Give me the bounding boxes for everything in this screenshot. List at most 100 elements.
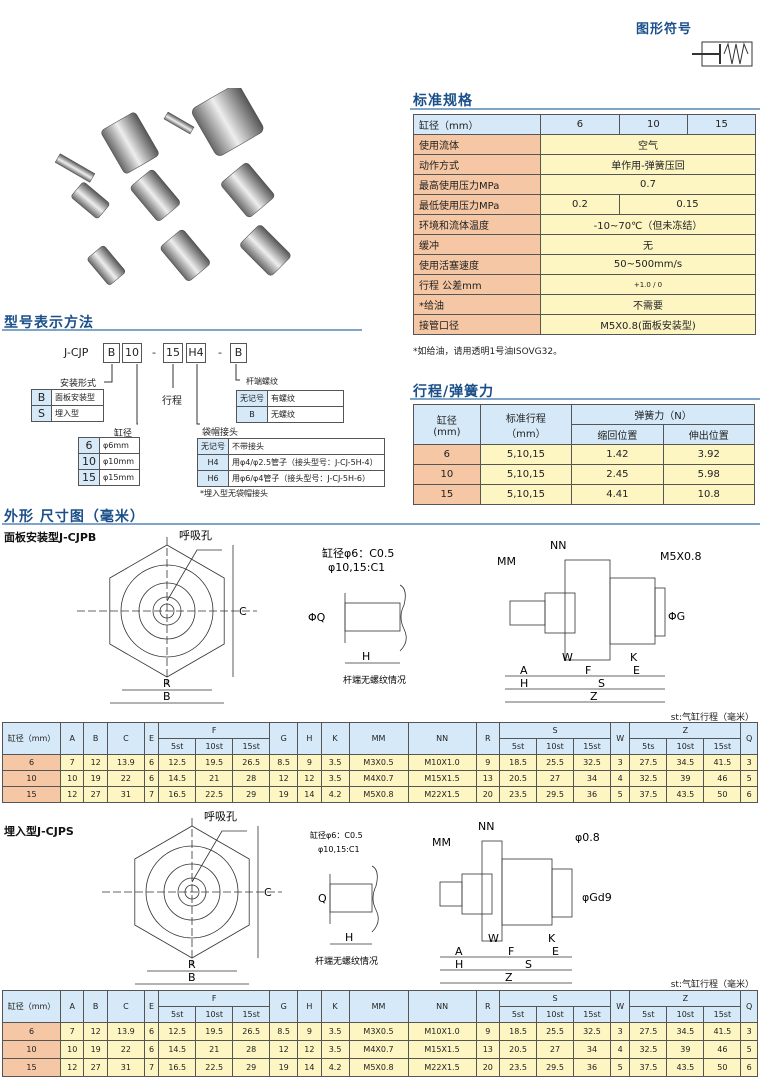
dim-label: 呼吸孔: [204, 810, 237, 823]
table-cell: 7: [143, 786, 160, 803]
table-cell: 13.9: [106, 1022, 145, 1041]
table-cell: 36: [573, 786, 611, 803]
table-row: 行程 公差mm+1.0 / 0: [413, 274, 756, 295]
table-cell: 12: [59, 1058, 85, 1077]
dim-label: φ0.8: [575, 831, 600, 844]
table-cell: 19: [269, 786, 299, 803]
table-cell: M15X1.5: [407, 770, 477, 787]
table-cell: 14.5: [158, 1040, 197, 1059]
table-cell: 19.5: [195, 754, 234, 771]
dim-label: K: [630, 651, 638, 664]
dim-label: A: [520, 664, 528, 677]
table-cell: 缩回位置: [571, 424, 664, 445]
spring-title: 行程/弹簧力: [413, 384, 495, 400]
table-cell: B: [83, 722, 108, 755]
dim-label: S: [598, 677, 605, 690]
table-cell: 1.42: [571, 444, 664, 465]
table-cell: 6: [143, 1040, 160, 1059]
table-cell: 32.5: [629, 1040, 668, 1059]
table-cell: 15st: [703, 738, 742, 755]
st-note: st:气缸行程（毫米）: [670, 980, 754, 990]
table-cell: 4.2: [320, 786, 350, 803]
table-cell: 21: [195, 770, 234, 787]
dim-label: NN: [550, 539, 566, 552]
table-cell: 4.2: [320, 1058, 350, 1077]
table-cell: 27.5: [629, 754, 668, 771]
table-cell: 14: [297, 786, 322, 803]
table-cell: 单作用-弹簧压回: [540, 154, 756, 175]
table-row: 使用流体空气: [413, 134, 756, 155]
dim-label: φGd9: [582, 891, 612, 904]
table-cell: 50: [703, 786, 742, 803]
table-cell: Z: [629, 990, 742, 1007]
table-cell: Q: [740, 722, 758, 755]
dim-label: 杆端无螺纹情况: [343, 674, 406, 686]
product-photos: [54, 88, 291, 285]
table-cell: 14: [297, 1058, 322, 1077]
table-cell: *给油: [413, 294, 541, 315]
table-cell: C: [106, 990, 145, 1023]
table-cell: 3.5: [320, 1040, 350, 1059]
table-cell: 12: [59, 786, 85, 803]
pneumatic-symbol-icon: [692, 41, 753, 67]
table-cell: 14.5: [158, 770, 197, 787]
table-cell: 9: [475, 754, 501, 771]
table-cell: 31: [106, 786, 145, 803]
table-cell: 20.5: [499, 770, 538, 787]
dim-label: R: [188, 958, 196, 971]
table-cell: M3X0.5: [348, 1022, 409, 1041]
table-cell: 22.5: [195, 1058, 234, 1077]
table-cell: 19: [83, 1040, 108, 1059]
table-cell: 5: [609, 786, 631, 803]
table-cell: 25.5: [536, 1022, 574, 1041]
table-cell: 34.5: [666, 1022, 705, 1041]
table-cell: 15: [686, 114, 757, 135]
table-cell: 12: [83, 1022, 108, 1041]
table-row: 环境和流体温度-10~70℃（但未冻结）: [413, 214, 756, 235]
table-cell: 3.5: [320, 1022, 350, 1041]
table-cell: 不需要: [540, 294, 756, 315]
table-cell: 5st: [499, 738, 538, 755]
table-cell: 行程 公差mm: [413, 274, 541, 295]
table-cell: 34.5: [666, 754, 705, 771]
table-cell: 8.5: [269, 754, 299, 771]
table-cell: 5: [740, 1040, 758, 1059]
table-cell: 29.5: [536, 1058, 574, 1077]
table-cell: 50~500mm/s: [540, 254, 756, 275]
section-title-cjpb: 面板安装型J-CJPB: [4, 531, 97, 544]
table-cell: 6: [740, 786, 758, 803]
table-cell: M4X0.7: [348, 770, 409, 787]
table-cell: 10st: [195, 1006, 234, 1023]
dim-label: E: [633, 664, 640, 677]
table-cell: 10.8: [662, 484, 756, 505]
table-cell: S: [499, 722, 611, 739]
table-cell: 19.5: [195, 1022, 234, 1041]
table-cell: 3: [609, 754, 631, 771]
table-row: 缩回位置伸出位置: [414, 424, 756, 445]
table-cell: 26.5: [232, 1022, 271, 1041]
table-cell: -10~70℃（但未冻结）: [540, 214, 756, 235]
model-dash: -: [218, 346, 222, 359]
table-cell: 15st: [232, 738, 271, 755]
table-cell: 接管口径: [413, 314, 541, 335]
dim-label: C: [239, 605, 247, 618]
table-cell: 7: [59, 1022, 85, 1041]
table-cell: 12.5: [158, 1022, 197, 1041]
table-cell: 3.5: [320, 770, 350, 787]
dim-label: B: [188, 971, 196, 984]
table-cell: M5X0.8(面板安装型): [540, 314, 756, 335]
table-cell: 4: [609, 1040, 631, 1059]
table-cell: 12: [297, 1040, 322, 1059]
